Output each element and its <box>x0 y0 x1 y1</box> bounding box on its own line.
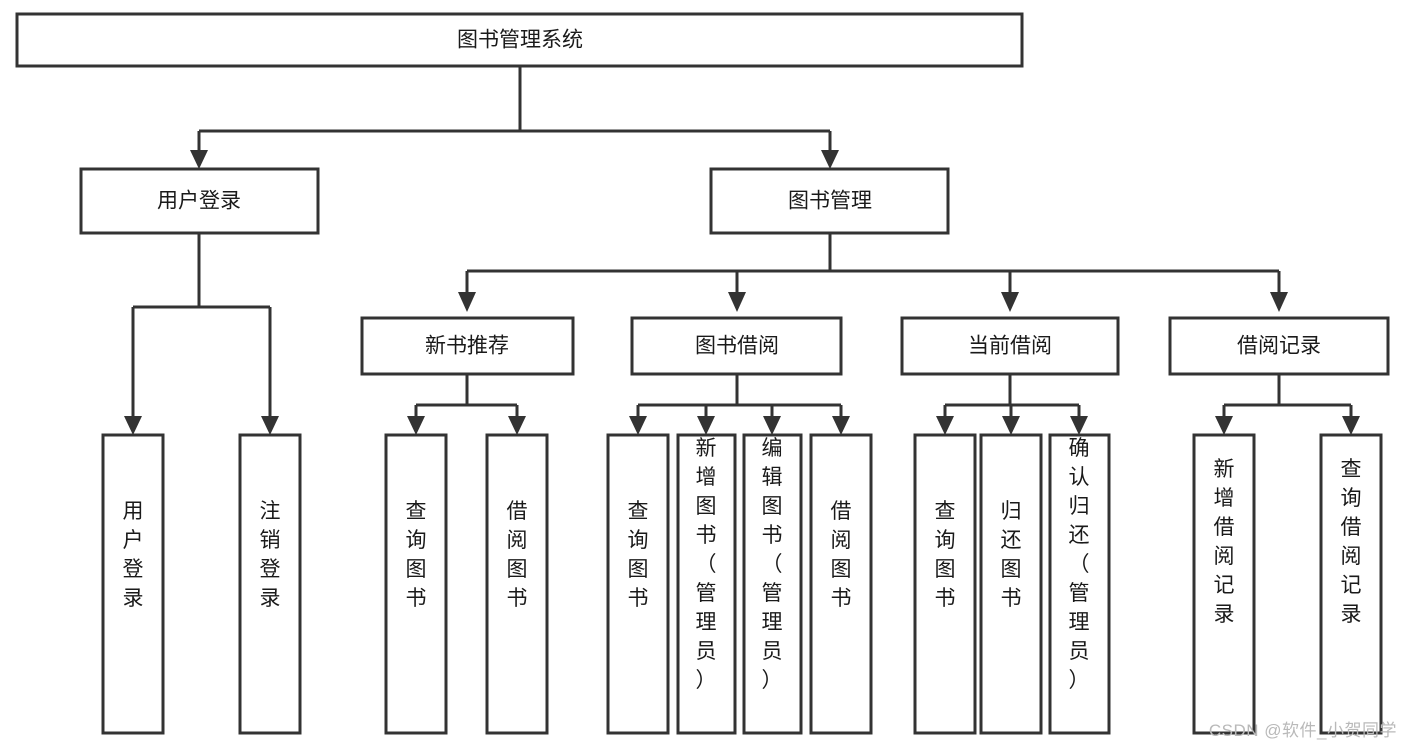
leaf-label: 新增借阅记录 <box>1214 458 1235 626</box>
leaf-box[interactable] <box>606 433 670 735</box>
leaf-label: 查询借阅记录 <box>1341 458 1362 626</box>
leaf-label: 新增图书（管理员） <box>696 437 717 692</box>
leaf-node[interactable]: 查询图书 <box>606 433 670 735</box>
leaf-box[interactable] <box>384 433 448 735</box>
arrow-head-icon <box>936 416 954 435</box>
arrow-head-icon <box>508 416 526 435</box>
node-book-borrow[interactable]: 图书借阅 <box>630 316 843 376</box>
arrow-head-icon <box>124 416 142 435</box>
leaf-node[interactable]: 用户登录 <box>101 433 165 735</box>
arrow-head-icon <box>1215 416 1233 435</box>
arrow-head-icon <box>629 416 647 435</box>
leaf-box[interactable] <box>1048 433 1111 735</box>
node-borrow-records-box[interactable] <box>1168 316 1390 376</box>
leaf-box[interactable] <box>742 433 803 735</box>
node-root[interactable]: 图书管理系统 <box>15 12 1024 68</box>
leaf-node[interactable]: 新增借阅记录 <box>1192 433 1256 735</box>
leaf-label: 借阅图书 <box>507 500 528 610</box>
leaf-node[interactable]: 借阅图书 <box>485 433 549 735</box>
leaf-box[interactable] <box>101 433 165 735</box>
node-user-login-box[interactable] <box>79 167 320 235</box>
leaf-box[interactable] <box>913 433 977 735</box>
arrow-head-icon <box>458 292 476 312</box>
connector-group-root <box>190 66 839 169</box>
arrow-head-icon <box>763 416 781 435</box>
node-new-book-recommend[interactable]: 新书推荐 <box>360 316 575 376</box>
connector-group-current-borrow <box>936 374 1088 435</box>
connector-group-borrow <box>629 374 850 435</box>
leaf-box[interactable] <box>485 433 549 735</box>
leaf-label: 查询图书 <box>406 500 427 610</box>
arrow-head-icon <box>1270 292 1288 312</box>
arrow-head-icon <box>190 150 208 169</box>
leaf-node[interactable]: 编辑图书（管理员） <box>742 433 803 735</box>
arrow-head-icon <box>697 416 715 435</box>
arrow-head-icon <box>407 416 425 435</box>
arrow-head-icon <box>1002 416 1020 435</box>
node-user-login[interactable]: 用户登录 <box>79 167 320 235</box>
leaf-node[interactable]: 借阅图书 <box>809 433 873 735</box>
leaf-box[interactable] <box>676 433 737 735</box>
leaf-label: 编辑图书（管理员） <box>762 437 783 692</box>
node-new-book-recommend-label: 新书推荐 <box>425 335 509 358</box>
leaf-box[interactable] <box>809 433 873 735</box>
connector-group-new-book <box>407 374 526 435</box>
node-book-borrow-box[interactable] <box>630 316 843 376</box>
node-root-box[interactable] <box>15 12 1024 68</box>
node-borrow-records[interactable]: 借阅记录 <box>1168 316 1390 376</box>
arrow-head-icon <box>821 150 839 169</box>
leaf-label: 查询图书 <box>628 500 649 610</box>
leaf-label: 确认归还（管理员） <box>1069 437 1090 692</box>
node-borrow-records-label: 借阅记录 <box>1237 335 1321 358</box>
leaf-node[interactable]: 查询借阅记录 <box>1319 433 1383 735</box>
node-book-borrow-label: 图书借阅 <box>695 335 779 358</box>
leaf-node[interactable]: 新增图书（管理员） <box>676 433 737 735</box>
leaf-label: 归还图书 <box>1001 500 1022 610</box>
connector-group-book-mgmt <box>458 233 1288 312</box>
leaf-label: 注销登录 <box>260 500 281 610</box>
leaf-label: 借阅图书 <box>831 500 852 610</box>
leaf-box[interactable] <box>1192 433 1256 735</box>
connector-group-user-login <box>124 233 279 435</box>
leaf-node[interactable]: 归还图书 <box>979 433 1043 735</box>
leaf-node[interactable]: 查询图书 <box>384 433 448 735</box>
arrow-head-icon <box>1070 416 1088 435</box>
leaf-box[interactable] <box>238 433 302 735</box>
node-current-borrow-label: 当前借阅 <box>968 335 1052 358</box>
arrow-head-icon <box>261 416 279 435</box>
arrow-head-icon <box>1342 416 1360 435</box>
node-user-login-label: 用户登录 <box>157 190 241 213</box>
leaf-node[interactable]: 注销登录 <box>238 433 302 735</box>
node-book-management-box[interactable] <box>709 167 950 235</box>
arrow-head-icon <box>728 292 746 312</box>
leaf-node[interactable]: 确认归还（管理员） <box>1048 433 1111 735</box>
node-book-management[interactable]: 图书管理 <box>709 167 950 235</box>
node-current-borrow-box[interactable] <box>900 316 1120 376</box>
leaf-box[interactable] <box>1319 433 1383 735</box>
node-root-label: 图书管理系统 <box>457 29 583 52</box>
leaf-label: 查询图书 <box>935 500 956 610</box>
node-current-borrow[interactable]: 当前借阅 <box>900 316 1120 376</box>
arrow-head-icon <box>832 416 850 435</box>
node-book-management-label: 图书管理 <box>788 190 872 213</box>
leaf-box[interactable] <box>979 433 1043 735</box>
connector-group-records <box>1215 374 1360 435</box>
leaf-node[interactable]: 查询图书 <box>913 433 977 735</box>
arrow-head-icon <box>1001 292 1019 312</box>
node-new-book-recommend-box[interactable] <box>360 316 575 376</box>
leaf-label: 用户登录 <box>123 500 144 610</box>
